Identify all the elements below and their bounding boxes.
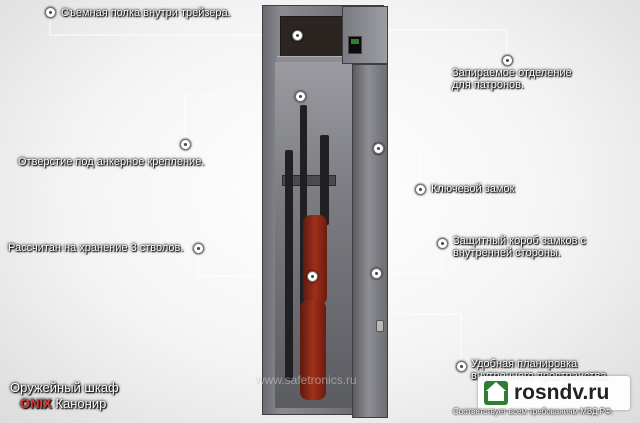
product-title-block: Оружейный шкаф ONIX Канонир [10, 380, 119, 412]
callout-dot-lock-box [437, 238, 448, 249]
rifle-barrel-2 [285, 150, 293, 380]
watermark: www.safetronics.ru [256, 373, 357, 387]
ammo-compartment-door [342, 6, 388, 64]
rifle-stock-2 [300, 300, 326, 400]
callout-dot-lock-box-target [371, 268, 382, 279]
callout-dot-capacity [193, 243, 204, 254]
scope [320, 135, 329, 225]
callout-dot-shelf-target [292, 30, 303, 41]
rifle-stock [303, 215, 327, 305]
product-name: ONIX Канонир [10, 396, 119, 412]
annotation-shelf: Съемная полка внутри трейзера. [61, 7, 231, 19]
annotation-anchor: Отверстие под анкерное крепление. [18, 156, 205, 168]
callout-dot-ammo [502, 55, 513, 66]
annotation-layout-line1: Удобная планировка [471, 358, 578, 370]
callout-dot-capacity-target [307, 271, 318, 282]
compliance-note: Соответствует всем требованиям МВД РФ. [453, 407, 614, 416]
callout-dot-lock-target [373, 143, 384, 154]
callout-dot-anchor [180, 139, 191, 150]
callout-dot-anchor-target [295, 91, 306, 102]
product-model: Канонир [55, 396, 107, 411]
product-title: Оружейный шкаф [10, 380, 119, 395]
annotation-ammo-line2: для патронов. [452, 79, 525, 91]
removable-shelf [277, 56, 343, 62]
callout-dot-layout [456, 361, 467, 372]
annotation-ammo-line1: Запираемое отделение [452, 67, 572, 79]
rifle-rack [282, 175, 336, 186]
annotation-capacity: Рассчитан на хранение 3 стволов. [8, 242, 184, 254]
callout-dot-key-lock [415, 184, 426, 195]
annotation-lock-box-line1: Защитный короб замков с [453, 235, 586, 247]
house-icon [484, 381, 508, 405]
annotation-lock-box-line2: внутренней стороны. [453, 247, 561, 259]
safe-main-door [352, 64, 388, 418]
site-logo[interactable]: rosndv.ru [478, 376, 630, 410]
callout-dot-shelf [45, 7, 56, 18]
product-brand: ONIX [20, 396, 52, 411]
electronic-lock-icon [348, 36, 362, 54]
site-logo-text: rosndv.ru [514, 381, 610, 404]
lower-lock-icon [376, 320, 384, 332]
annotation-key-lock: Ключевой замок [431, 183, 515, 195]
